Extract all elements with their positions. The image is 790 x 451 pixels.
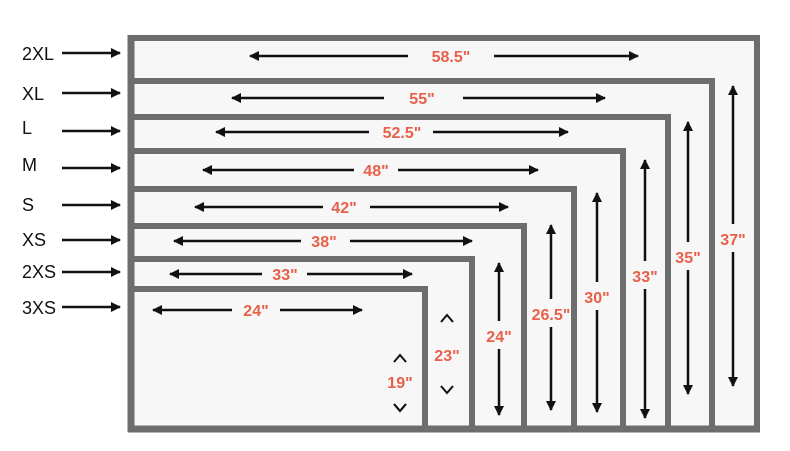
height-chevron-down2-3xs — [393, 403, 407, 413]
width-label-m: 48" — [363, 163, 388, 180]
height-label-xl: 35" — [675, 250, 700, 267]
size-label-xl: XL — [22, 84, 45, 104]
width-label-2xs: 33" — [272, 267, 297, 284]
height-chevron-down-2xs — [440, 385, 454, 395]
height-label-l: 33" — [632, 269, 657, 286]
width-label-3xs: 24" — [243, 303, 268, 320]
height-label-m: 30" — [584, 290, 609, 307]
width-label-xs: 38" — [311, 234, 336, 251]
height-label-s: 26.5" — [532, 307, 571, 324]
size-label-s: S — [22, 195, 35, 215]
height-label-2xl: 37" — [720, 232, 745, 249]
height-label-2xs: 23" — [434, 348, 459, 365]
height-chevron-up-3xs — [393, 353, 407, 363]
width-label-xl: 55" — [409, 91, 434, 108]
size-label-l: L — [22, 118, 33, 138]
size-label-2xl: 2XL — [22, 44, 55, 64]
width-label-2xl: 58.5" — [432, 49, 471, 66]
size-label-2xs: 2XS — [22, 262, 57, 282]
height-label-3xs: 19" — [387, 375, 412, 392]
size-label-xs: XS — [22, 230, 47, 250]
width-label-l: 52.5" — [383, 125, 422, 142]
size-label-3xs: 3XS — [22, 298, 57, 318]
width-label-s: 42" — [331, 200, 356, 217]
height-chevron-up-2xs — [440, 313, 454, 323]
size-label-m: M — [22, 155, 37, 175]
height-label-xs: 24" — [486, 329, 511, 346]
